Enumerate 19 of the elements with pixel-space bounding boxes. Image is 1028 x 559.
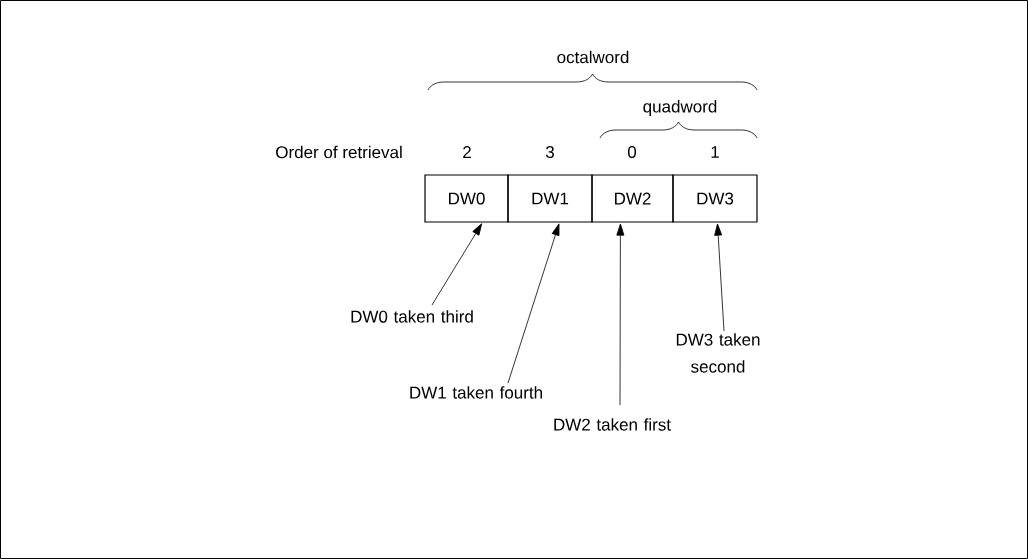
arrow [507,223,560,384]
memory-cell: DW1 [507,174,593,223]
order-number: 0 [627,146,637,158]
order-number: 2 [463,146,471,158]
callout-text: DW1 taken fourth [410,386,542,399]
brace-label: quadword [643,100,717,116]
memory-cell: DW2 [591,174,674,223]
callout-text: DW0 taken third [351,310,473,323]
arrow [714,223,725,332]
row-label: Order of retrieval [276,145,402,159]
arrow [616,223,625,406]
order-number: 1 [711,146,719,158]
order-number: 3 [545,146,554,158]
callout-text: DW2 taken first [554,418,671,431]
memory-cell: DW3 [672,174,758,223]
arrow [431,223,483,306]
brace-label: octalword [557,50,629,64]
memory-cell: DW0 [424,174,509,223]
callout-text: DW3 taken second [676,333,760,373]
